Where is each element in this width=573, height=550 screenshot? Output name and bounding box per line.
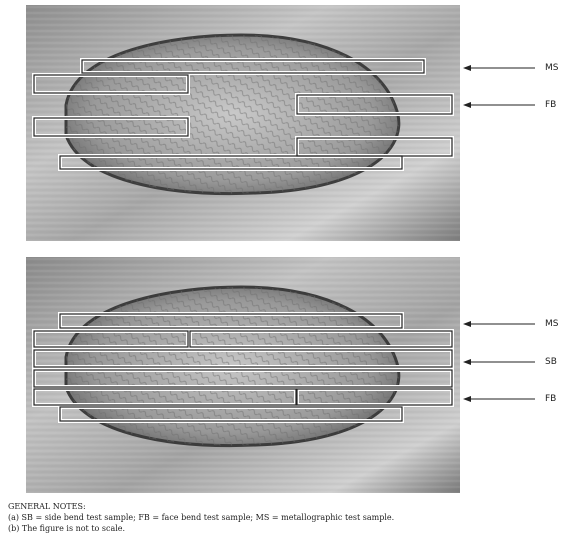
arrow-ms-bottom (463, 321, 535, 327)
weld-photo-top (26, 5, 460, 241)
arrow-fb-bottom (463, 396, 535, 402)
general-notes: GENERAL NOTES: (a) SB = side bend test s… (8, 501, 394, 534)
label-sb-bottom: SB (545, 357, 557, 367)
arrow-fb-top (463, 102, 535, 108)
label-fb-bottom: FB (545, 394, 557, 404)
weld-photo-bottom (26, 257, 460, 493)
note-a: (a) SB = side bend test sample; FB = fac… (8, 513, 395, 522)
weld-photo-bottom-image (26, 257, 460, 493)
arrow-sb-bottom (463, 359, 535, 365)
notes-heading: GENERAL NOTES: (8, 502, 86, 511)
label-fb-top: FB (545, 100, 557, 110)
label-ms-bottom: MS (545, 319, 559, 329)
weld-photo-top-image (26, 5, 460, 241)
label-ms-top: MS (545, 63, 559, 73)
arrow-ms-top (463, 65, 535, 71)
note-b: (b) The figure is not to scale. (8, 524, 126, 533)
